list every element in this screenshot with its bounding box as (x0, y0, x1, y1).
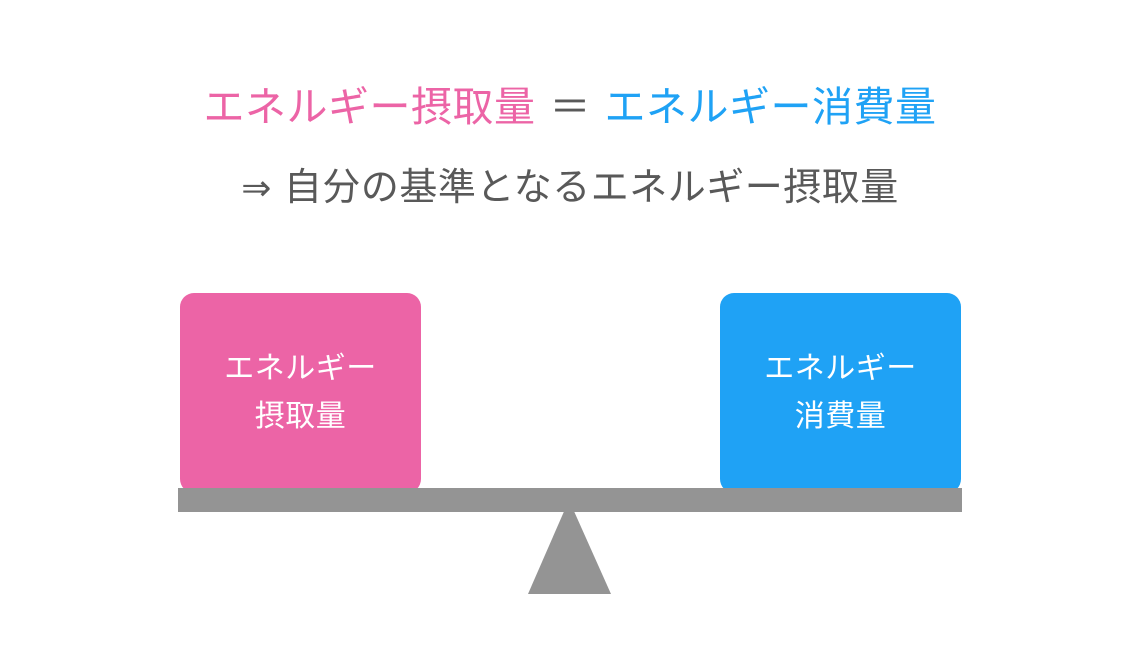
equation-line: エネルギー摂取量 ＝ エネルギー消費量 (0, 78, 1140, 136)
scale-pan-intake-label-line2: 摂取量 (254, 400, 347, 433)
scale-pan-intake-label-line1: エネルギー (224, 352, 377, 385)
scale-pan-intake: エネルギー 摂取量 (180, 293, 421, 493)
scale-pan-expenditure: エネルギー 消費量 (720, 293, 961, 493)
conclusion-text: 自分の基準となるエネルギー摂取量 (283, 167, 899, 209)
scale-pan-expenditure-label-line2: 消費量 (794, 400, 887, 433)
double-arrow-icon: ⇒ (241, 167, 272, 208)
scale-fulcrum-triangle (528, 500, 611, 594)
equation-expenditure-term: エネルギー消費量 (604, 84, 937, 130)
equation-intake-term: エネルギー摂取量 (203, 84, 536, 130)
equation-headline: エネルギー摂取量 ＝ エネルギー消費量 (0, 78, 1140, 136)
scale-pan-expenditure-label-line1: エネルギー (764, 352, 917, 385)
conclusion-line: ⇒ 自分の基準となるエネルギー摂取量 (0, 160, 1140, 216)
equals-sign: ＝ (549, 84, 591, 130)
